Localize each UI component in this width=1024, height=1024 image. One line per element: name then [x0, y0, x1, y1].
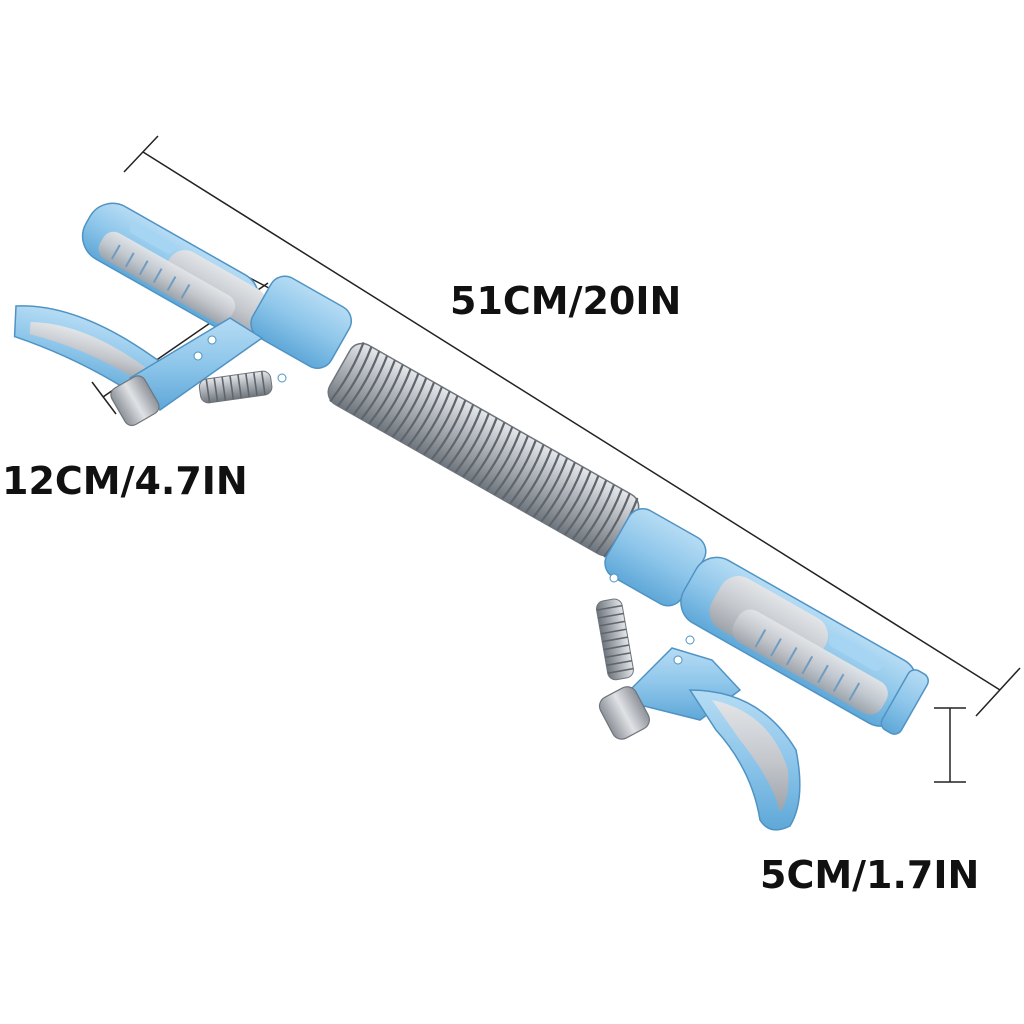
right-adjust-knob: [598, 686, 650, 740]
length-label: 51CM/20IN: [450, 279, 682, 323]
left-adjust-knob: [110, 375, 160, 427]
length-tick-start: [123, 135, 159, 173]
center-spring: [327, 342, 640, 558]
handle-tick-start: [91, 381, 117, 415]
handle-length-label: 12CM/4.7IN: [2, 459, 248, 503]
length-dimension-line: [142, 151, 1001, 691]
length-tick-end: [975, 667, 1021, 717]
left-handle-assembly: [13, 202, 352, 427]
diameter-label: 5CM/1.7IN: [760, 853, 980, 897]
right-handle-assembly: [595, 508, 929, 831]
